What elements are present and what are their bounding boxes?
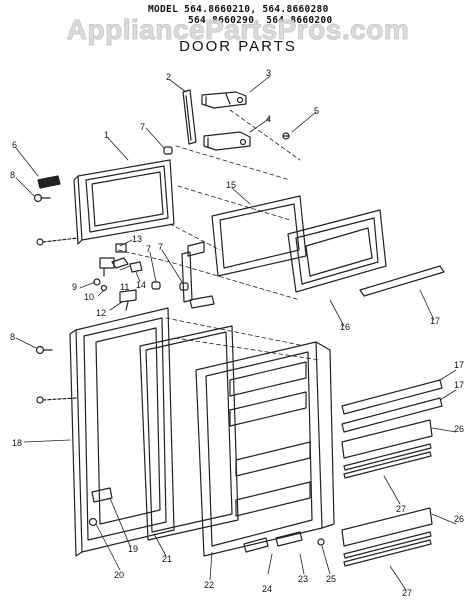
part-7-plug-top[interactable]	[163, 146, 173, 155]
callout-15: 15	[226, 180, 236, 190]
callout-22: 22	[204, 580, 214, 590]
callout-17-top: 17	[430, 316, 440, 326]
part-18-fresh-food-door[interactable]	[36, 307, 175, 557]
callout-12: 12	[96, 308, 106, 318]
callout-5: 5	[314, 106, 319, 116]
callout-23: 23	[298, 574, 308, 584]
part-8-screw-bottom[interactable]	[35, 345, 53, 355]
callout-10: 10	[84, 292, 94, 302]
callout-8-bottom: 8	[10, 332, 15, 342]
part-27-bar-a[interactable]	[343, 443, 432, 479]
callout-8-top: 8	[10, 170, 15, 180]
callout-3: 3	[266, 68, 271, 78]
diagram-title: DOOR PARTS	[179, 38, 297, 55]
callout-21: 21	[162, 554, 172, 564]
callout-7-mid: 7	[146, 244, 151, 254]
callout-26-a: 26	[454, 424, 464, 434]
part-5-screw[interactable]	[282, 132, 290, 140]
part-22-door-liner[interactable]	[195, 341, 335, 557]
assembly-dashed-lines	[117, 109, 321, 361]
part-3-top-hinge[interactable]	[201, 91, 247, 109]
model-numbers-line-2: 564.8660290, 564.8660200	[188, 15, 333, 26]
callout-17-b: 17	[454, 380, 464, 390]
callout-6: 6	[12, 140, 17, 150]
part-24-bracket[interactable]	[243, 537, 269, 553]
callout-27-b: 27	[402, 588, 412, 598]
callout-9: 9	[72, 282, 77, 292]
part-8-screw-top[interactable]	[33, 193, 51, 203]
callout-11: 11	[120, 282, 129, 292]
callout-4: 4	[266, 114, 271, 124]
callout-16: 16	[340, 322, 350, 332]
callout-24: 24	[262, 584, 272, 594]
part-19-hinge-bottom[interactable]	[91, 487, 113, 503]
part-17-bar-a[interactable]	[341, 379, 443, 415]
part-26-bar-a[interactable]	[341, 419, 433, 459]
callout-2: 2	[166, 72, 171, 82]
part-1-freezer-door[interactable]	[36, 159, 175, 246]
part-15-freezer-gasket[interactable]	[211, 195, 307, 277]
callout-27-a: 27	[396, 504, 406, 514]
part-20-screw[interactable]	[88, 517, 98, 527]
callout-7-right: 7	[158, 242, 163, 252]
callout-leader-lines	[15, 75, 457, 591]
callout-19: 19	[128, 544, 138, 554]
part-6-cover[interactable]	[37, 175, 61, 189]
part-16-freezer-liner[interactable]	[181, 209, 387, 309]
part-7-plug-mid[interactable]	[151, 281, 161, 290]
callout-26-b: 26	[454, 514, 464, 524]
part-26-bar-b[interactable]	[341, 507, 433, 547]
callout-7-top: 7	[140, 122, 145, 132]
part-4-hinge[interactable]	[203, 131, 251, 151]
callout-numbers: 1 2 3 4 5 6 7 7 7 8 8 9 10 11 12 13 14 1…	[10, 68, 464, 598]
callout-25: 25	[326, 574, 336, 584]
part-2-hinge-bar[interactable]	[182, 89, 197, 145]
center-hinge-cluster[interactable]	[93, 243, 143, 311]
callout-1: 1	[104, 130, 109, 140]
callout-14: 14	[136, 280, 146, 290]
part-21-door-gasket[interactable]	[139, 325, 239, 541]
part-17-bar-b[interactable]	[341, 397, 443, 433]
callout-20: 20	[114, 570, 124, 580]
callout-13: 13	[132, 234, 142, 244]
part-17-bar-upper[interactable]	[359, 265, 445, 297]
part-23-bracket[interactable]	[275, 531, 303, 547]
callout-17-a: 17	[454, 360, 464, 370]
part-25-screw[interactable]	[317, 538, 325, 546]
model-numbers-line-1: MODEL 564.8660210, 564.8660280	[148, 4, 329, 15]
part-27-bar-b[interactable]	[343, 531, 432, 567]
callout-18: 18	[12, 438, 22, 448]
